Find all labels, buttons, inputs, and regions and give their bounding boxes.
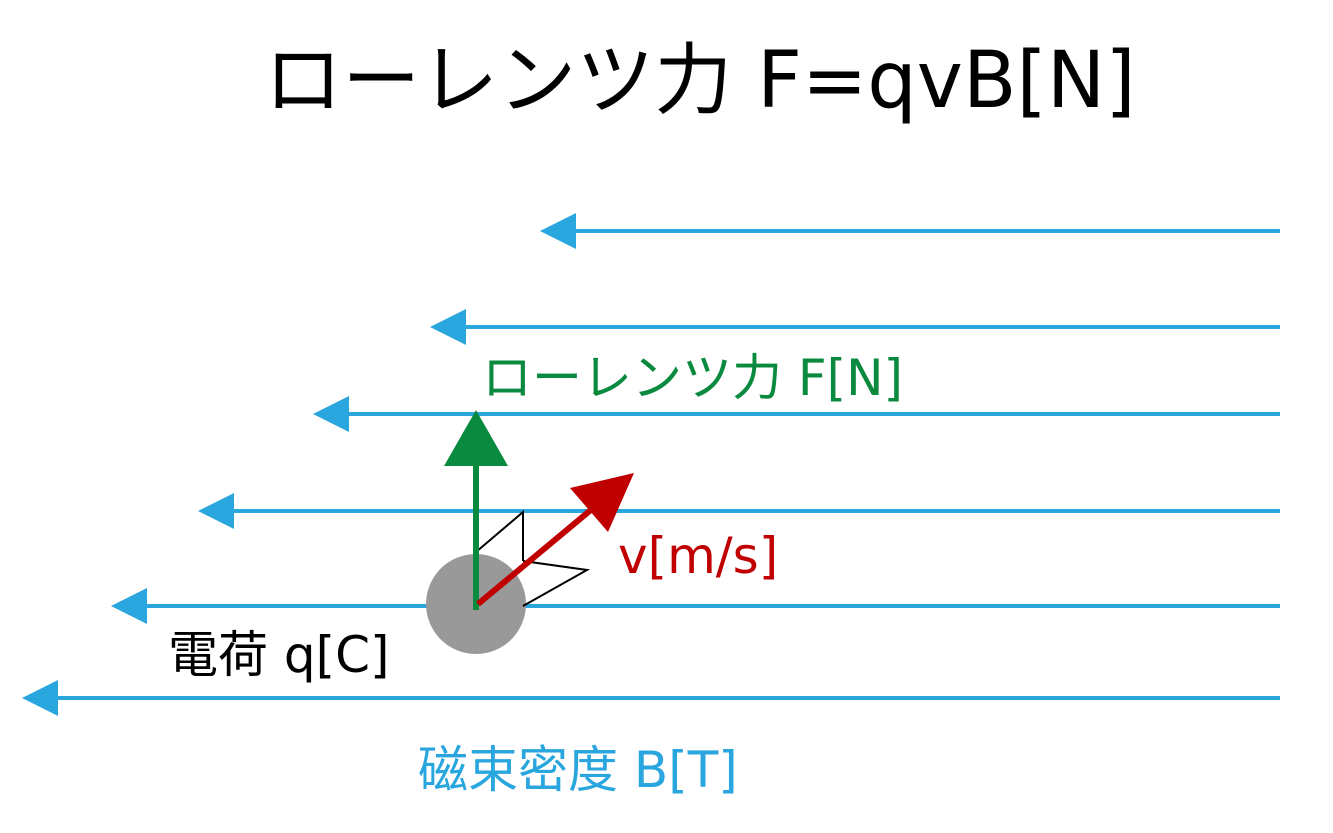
velocity-arrow [476,473,634,607]
field-line [430,309,1280,345]
diagram-title: ローレンツ力 F=qvB[N] [264,36,1135,126]
magnetic-field-lines [22,213,1280,716]
right-angle-marks [475,509,591,607]
charge-label: 電荷 q[C] [168,626,390,684]
field-label: 磁束密度 B[T] [418,741,738,799]
force-arrow [444,410,508,610]
field-line [111,588,1280,624]
field-line [313,396,1280,432]
velocity-label: v[m/s] [618,527,778,585]
field-line [198,493,1280,529]
field-line [22,680,1280,716]
force-label: ローレンツ力 F[N] [482,349,903,407]
field-line [540,213,1280,249]
